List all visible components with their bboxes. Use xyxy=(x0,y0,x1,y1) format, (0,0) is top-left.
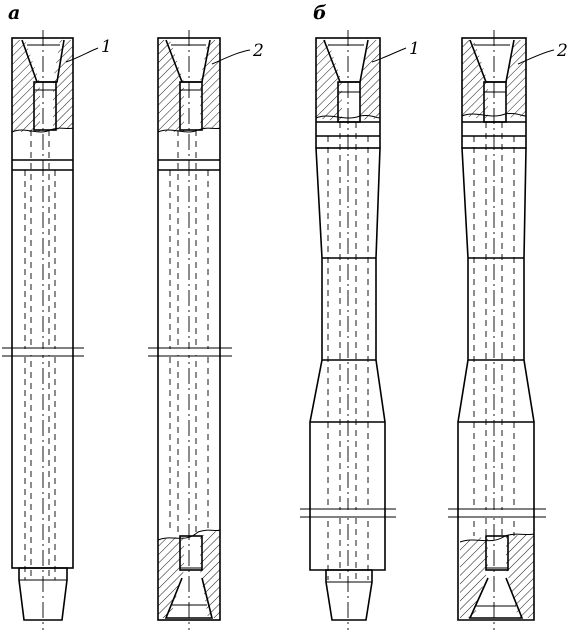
pipe-b1 xyxy=(300,30,396,630)
callout-2-a: 2 xyxy=(252,41,264,61)
group-label-a: а xyxy=(8,2,20,24)
group-label-b: б xyxy=(313,2,327,24)
pipe-b2 xyxy=(448,30,546,630)
pipe-a2 xyxy=(148,30,232,630)
callout-2-b: 2 xyxy=(556,41,568,61)
callout-1-a: 1 xyxy=(101,37,112,57)
pipe-a1 xyxy=(2,30,84,630)
callout-1-b: 1 xyxy=(409,39,420,59)
callouts: 1 2 1 2 xyxy=(65,37,568,65)
